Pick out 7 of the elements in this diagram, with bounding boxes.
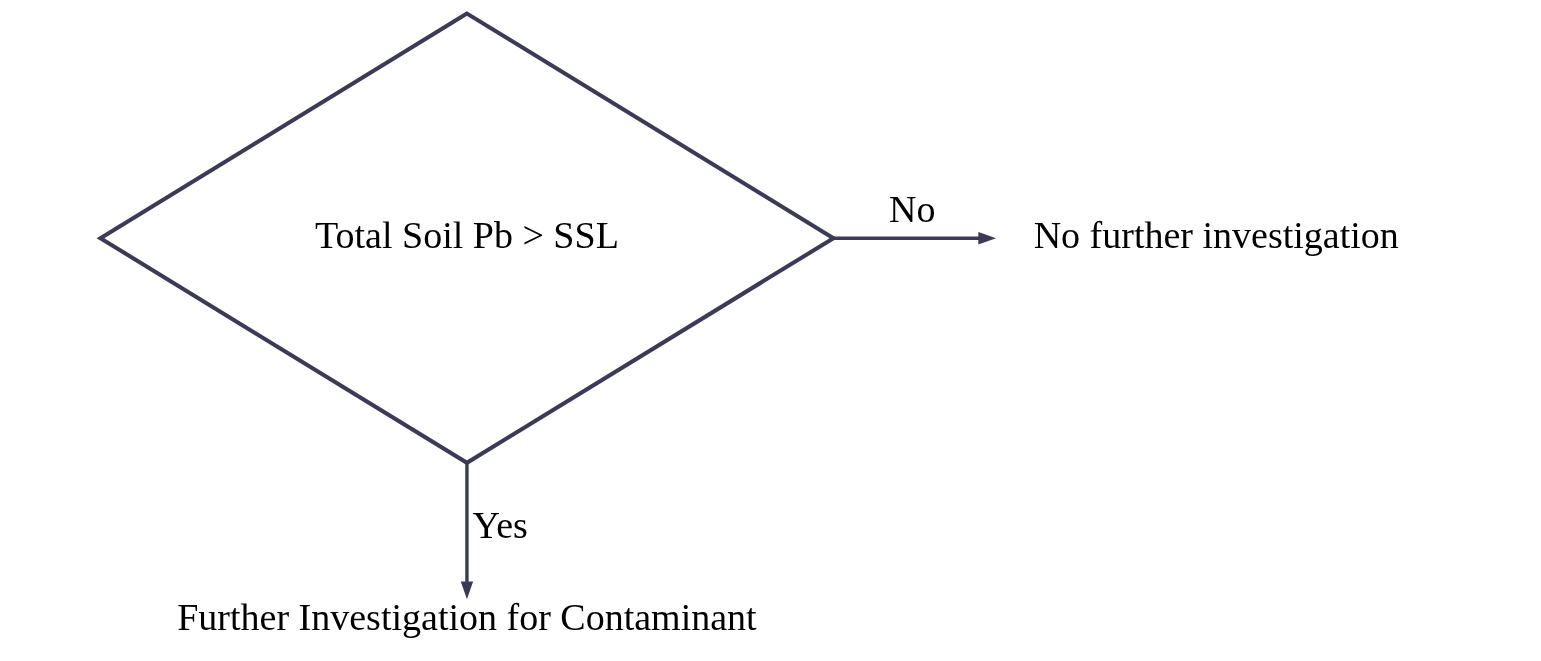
node-text: No further investigation <box>1033 213 1399 256</box>
node-diamond: Total Soil Pb > SSL <box>96 11 837 466</box>
arrow <box>833 232 996 245</box>
edge-label: Yes <box>472 504 528 547</box>
node-text: Further Investigation for Contaminant <box>176 596 757 639</box>
arrow <box>460 463 473 600</box>
edge-label: No <box>888 188 935 231</box>
